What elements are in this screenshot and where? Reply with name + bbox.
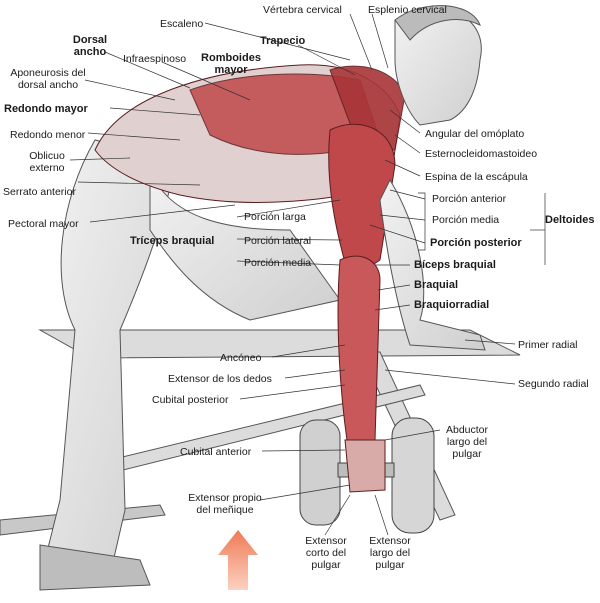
label-porcion-media-deltoides: Porción media [432, 214, 500, 226]
label-oblicuo-externo: Oblicuo externo [29, 150, 65, 174]
label-braquial: Braquial [414, 279, 459, 291]
label-biceps-braquial: Bíceps braquial [414, 259, 496, 271]
working-arm [328, 123, 396, 493]
legs [39, 139, 341, 591]
label-porcion-posterior: Porción posterior [430, 237, 522, 249]
label-pectoral-mayor: Pectoral mayor [8, 218, 79, 230]
label-redondo-menor: Redondo menor [10, 129, 86, 141]
label-extensor-largo: Extensor largo del pulgar [369, 535, 411, 571]
label-porcion-larga: Porción larga [244, 211, 306, 223]
label-primer-radial: Primer radial [518, 339, 578, 351]
label-escaleno: Escaleno [160, 18, 204, 30]
head [394, 5, 482, 126]
label-infraespinoso: Infraespinoso [123, 53, 187, 65]
label-extensor-dedos: Extensor de los dedos [168, 373, 272, 385]
label-esternocleidomastoideo: Esternocleidomastoideo [425, 148, 538, 160]
label-porcion-anterior: Porción anterior [432, 193, 507, 205]
label-extensor-corto: Extensor corto del pulgar [305, 535, 347, 571]
label-redondo-mayor: Redondo mayor [4, 103, 88, 115]
label-braquiorradial: Braquiorradial [414, 299, 490, 311]
pointer-lines [69, 13, 546, 536]
label-espina-escapula: Espina de la escápula [425, 171, 528, 183]
lift-arrow [218, 530, 258, 590]
label-porcion-media-triceps: Porción media [244, 257, 312, 269]
label-aponeurosis: Aponeurosis del dorsal ancho [10, 67, 86, 91]
label-angular-omoplato: Angular del omóplato [425, 128, 525, 140]
label-esplenio-cervical: Esplenio cervical [368, 4, 447, 16]
label-triceps-braquial: Tríceps braquial [130, 235, 215, 247]
label-dorsal-ancho: Dorsal ancho [72, 34, 108, 58]
label-porcion-lateral: Porción lateral [244, 235, 312, 247]
label-extensor-menique: Extensor propio del meñique [188, 492, 262, 516]
label-deltoides: Deltoides [545, 214, 595, 226]
label-trapecio: Trapecio [260, 35, 306, 47]
label-vertebra-cervical: Vértebra cervical [263, 4, 342, 16]
label-serrato-anterior: Serrato anterior [3, 186, 76, 198]
label-romboides-mayor: Romboides mayor [201, 52, 261, 76]
label-abductor: Abductor largo del pulgar [445, 424, 489, 460]
label-segundo-radial: Segundo radial [518, 378, 589, 390]
label-cubital-anterior: Cubital anterior [180, 446, 252, 458]
label-cubital-posterior: Cubital posterior [152, 394, 229, 406]
label-anconeo: Ancóneo [220, 352, 262, 364]
support-arm [379, 178, 486, 351]
